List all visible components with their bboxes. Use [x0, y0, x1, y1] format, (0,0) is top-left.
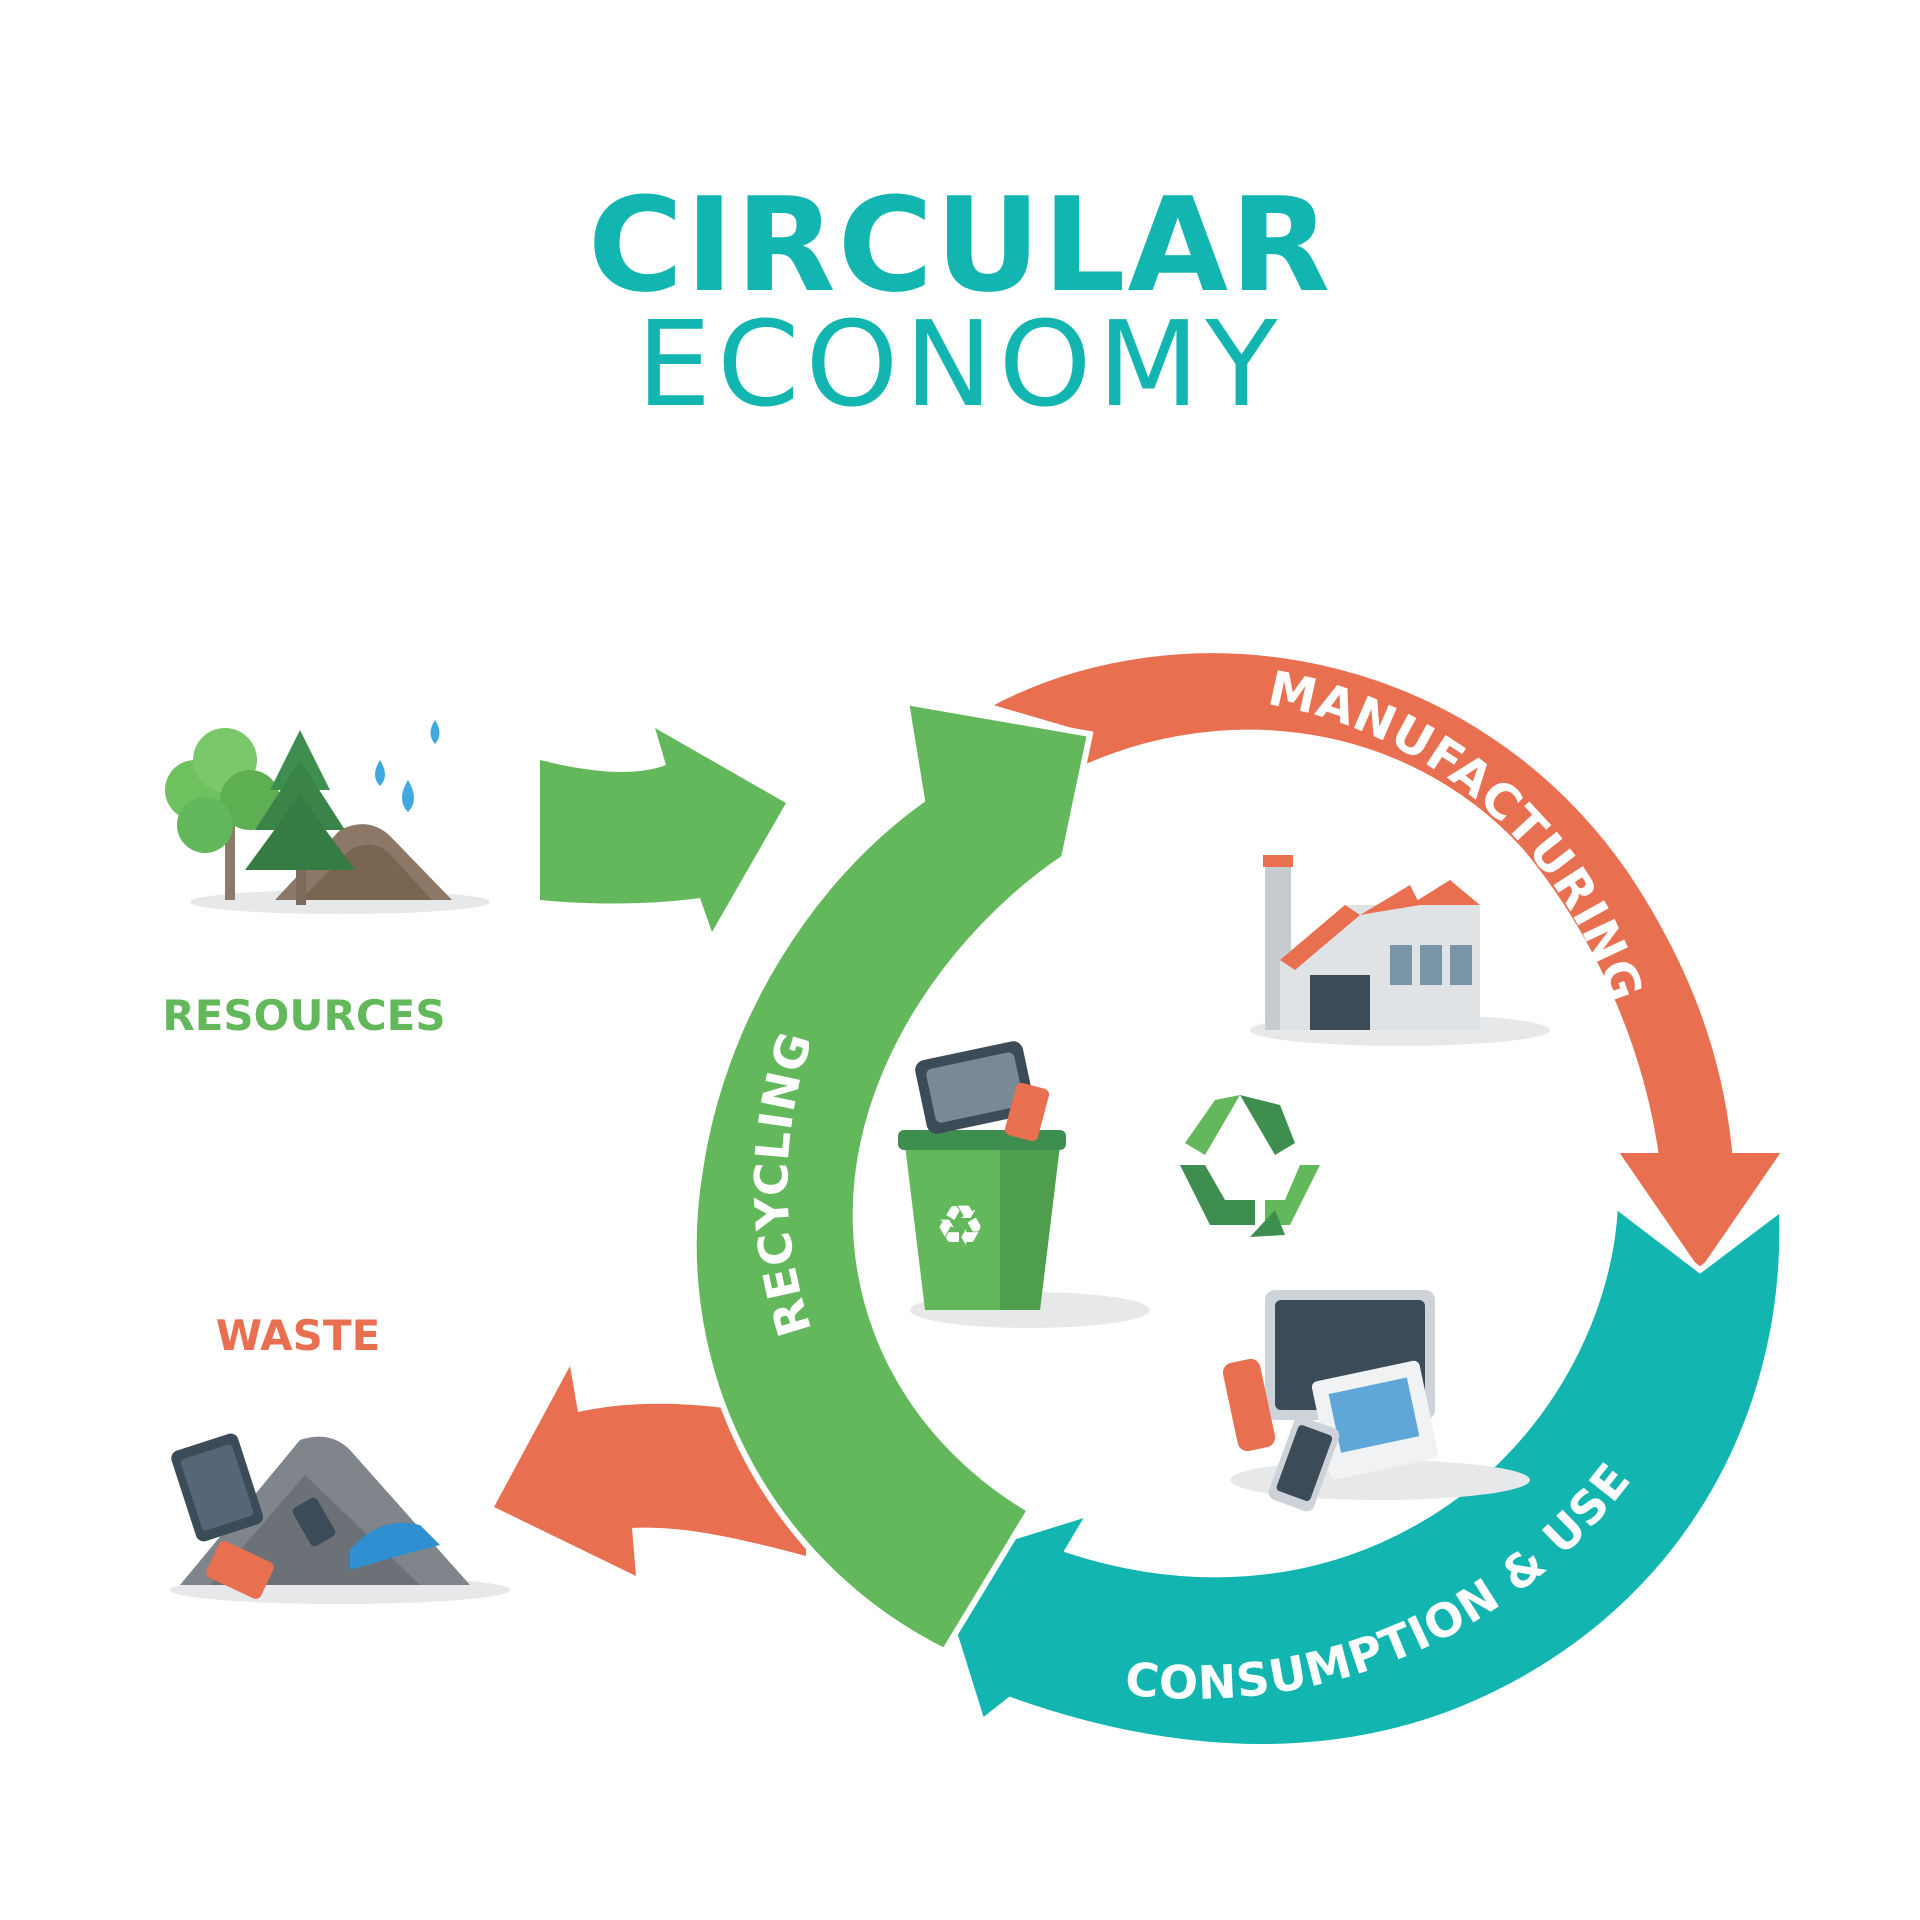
title-circular: CIRCULAR: [588, 169, 1332, 321]
consumption-arc: [928, 1199, 1786, 1750]
factory-icon: [1250, 855, 1550, 1046]
manufacturing-arc: [978, 647, 1792, 1281]
waste-pile-icon: [170, 1433, 510, 1604]
resources-label: RESOURCES: [162, 991, 445, 1040]
recycling-arc: [690, 698, 1094, 1655]
resources-inflow-arrow: [540, 728, 786, 932]
title-economy: ECONOMY: [637, 295, 1284, 433]
devices-icon: [1222, 1290, 1530, 1512]
recycle-bin-icon: ♻: [898, 1041, 1150, 1328]
svg-text:♻: ♻: [935, 1194, 985, 1259]
recycle-symbol-icon: [1180, 1095, 1320, 1237]
waste-label: WASTE: [216, 1311, 381, 1360]
trees-water-soil-icon: [165, 720, 490, 914]
